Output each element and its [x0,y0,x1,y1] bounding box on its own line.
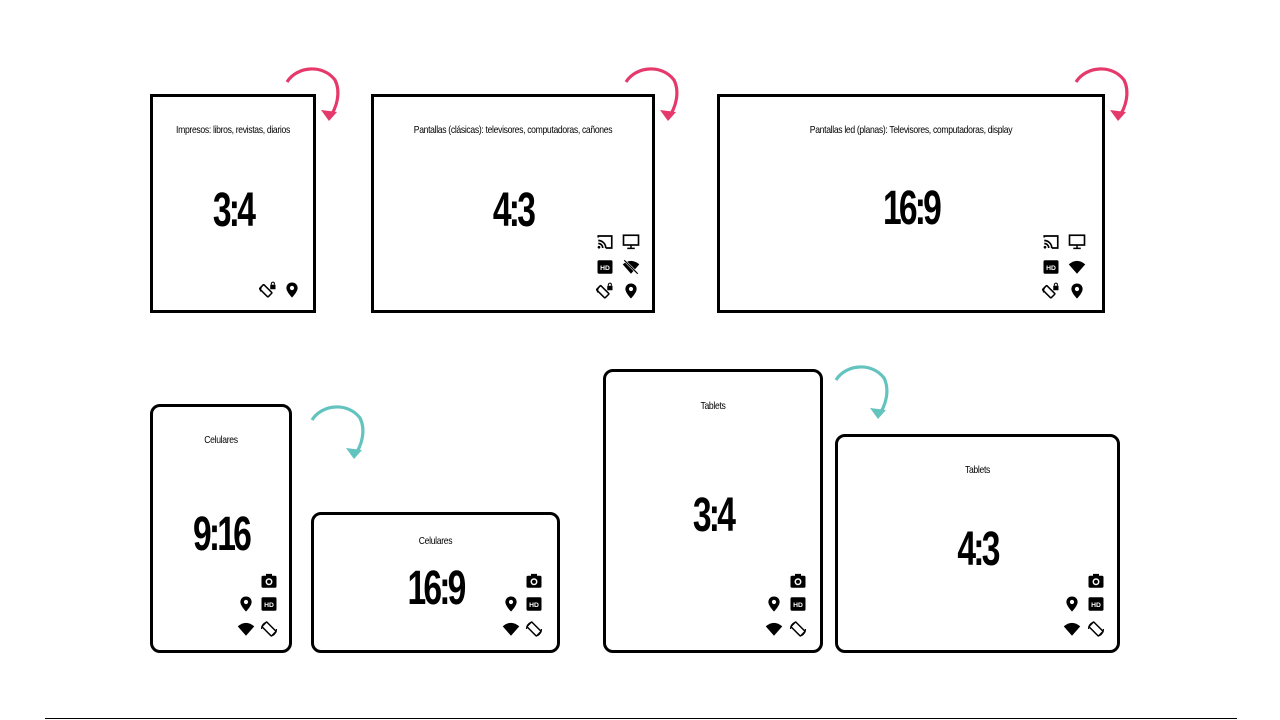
aspect-ratio-label: 4:3 [957,523,1000,576]
aspect-ratio-label: 3:4 [212,184,256,237]
frame-caption: Pantallas (clásicas): televisores, compu… [413,124,613,136]
frame-pantallas-led: Pantallas led (planas): Televisores, com… [717,94,1105,313]
camera-icon [260,572,278,590]
hd-icon [525,595,543,613]
rotate-arrow-icon [624,67,679,121]
frame-tablets-horizontal: Tablets 4:3 [835,434,1120,653]
bottom-divider [45,718,1237,719]
screen-rotation-icon [1042,282,1060,300]
hd-icon [260,595,278,613]
hd-icon [596,258,614,276]
screen-rotation-icon [596,282,614,300]
frame-caption: Impresos: libros, revistas, diarios [176,124,290,136]
location-pin-icon [502,595,520,613]
wifi-icon [1068,258,1086,276]
camera-icon [789,572,807,590]
frame-pantallas-clasicas: Pantallas (clásicas): televisores, compu… [371,94,655,313]
camera-icon [525,572,543,590]
hd-icon [1042,258,1060,276]
aspect-ratio-label: 9:16 [192,508,252,561]
frame-celulares-vertical: Celulares 9:16 [150,404,292,653]
monitor-icon [1068,233,1086,251]
frame-caption: Pantallas led (planas): Televisores, com… [809,124,1013,136]
location-pin-icon [765,595,783,613]
frame-caption: Tablets [700,400,726,412]
aspect-ratio-label: 3:4 [692,489,736,542]
cast-icon [596,233,614,251]
screen-rotation-icon [259,281,277,299]
cast-icon [1042,233,1060,251]
location-pin-icon [1068,282,1086,300]
wifi-icon [502,620,520,638]
hd-icon [789,595,807,613]
camera-icon [1087,572,1105,590]
screen-rotation-icon [789,620,807,638]
screen-rotation-icon [1087,620,1105,638]
frame-caption: Celulares [204,434,238,446]
aspect-ratio-label: 16:9 [407,562,466,615]
frame-celulares-horizontal: Celulares 16:9 [311,512,560,653]
rotate-arrow-icon [310,405,365,459]
screen-rotation-icon [525,620,543,638]
wifi-icon [765,620,783,638]
frame-tablets-vertical: Tablets 3:4 [603,369,823,653]
location-pin-icon [283,281,301,299]
frame-caption: Tablets [964,464,990,476]
location-pin-icon [1063,595,1081,613]
screen-rotation-icon [260,620,278,638]
aspect-ratio-label: 4:3 [492,184,536,237]
wifi-icon [1063,620,1081,638]
location-pin-icon [622,282,640,300]
rotate-arrow-icon [285,67,340,121]
frame-caption: Celulares [418,535,453,547]
location-pin-icon [237,595,255,613]
rotate-arrow-icon [1074,67,1129,121]
wifi-off-icon [622,258,640,276]
rotate-arrow-icon [834,365,889,419]
frame-impresos: Impresos: libros, revistas, diarios 3:4 [150,94,316,313]
hd-icon [1087,595,1105,613]
wifi-icon [237,620,255,638]
aspect-ratio-label: 16:9 [882,182,942,235]
monitor-icon [622,233,640,251]
